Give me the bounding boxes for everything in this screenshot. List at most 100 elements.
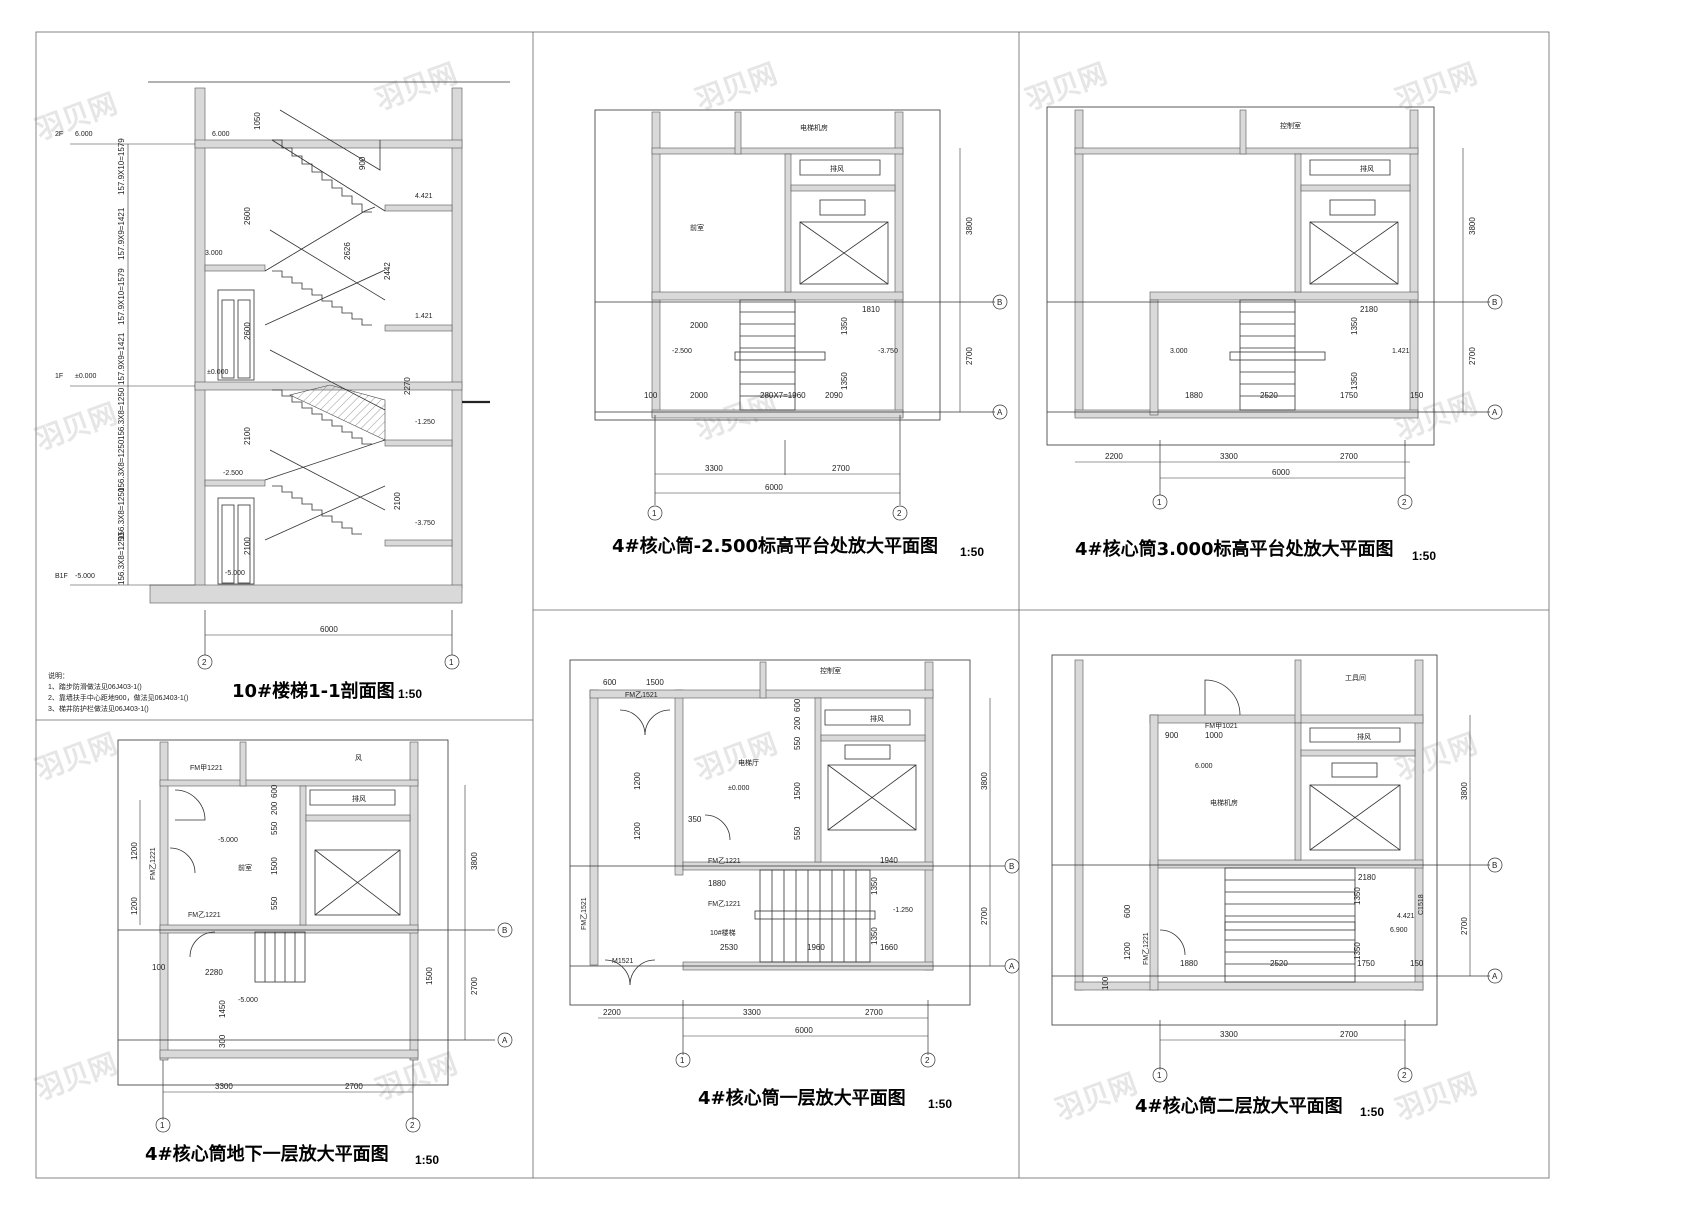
axis-label: 1 <box>1157 1071 1162 1080</box>
door-label: C1518 <box>1418 894 1425 915</box>
axis-label: 2 <box>410 1121 415 1130</box>
dim-label: 600 <box>603 678 617 687</box>
room-label: 排风 <box>352 794 366 803</box>
axis-bubble <box>197 654 213 670</box>
note-line: 2、靠墙扶手中心距地900，做法见06J403-1() <box>48 693 188 702</box>
door-label: FM甲1221 <box>190 764 223 772</box>
dim-label: 6000 <box>1272 468 1290 477</box>
dim-label: 3300 <box>705 464 723 473</box>
right-wall <box>451 87 463 589</box>
elevation-label: 6.900 <box>1390 927 1408 934</box>
dim-label: 3800 <box>470 852 479 870</box>
plan-b1-panel: 排风 风 前室 FM甲1221 FM乙1221 FM乙1221 -5.000 -… <box>117 739 513 1167</box>
elevation-label: -5.000 <box>75 573 95 580</box>
dim-label: 280X7=1960 <box>760 391 806 400</box>
dim-label: 2200 <box>1105 452 1123 461</box>
door-label: FM乙1521 <box>580 897 588 930</box>
panel-scale: 1:50 <box>415 1153 439 1167</box>
elevation-label: 6.000 <box>75 131 93 138</box>
watermark: 羽贝网 <box>31 1047 121 1107</box>
dim-label: 1500 <box>646 678 664 687</box>
elevation-label: -1.250 <box>893 907 913 914</box>
room-label: 排风 <box>1360 164 1374 173</box>
axis-label: A <box>1492 972 1498 981</box>
dim-label: 2180 <box>1360 305 1378 314</box>
axis-label: B <box>1492 298 1497 307</box>
elevation-label: -3.750 <box>415 520 435 527</box>
panel-title: 4#核心筒一层放大平面图 <box>698 1087 906 1109</box>
watermark: 羽贝网 <box>1391 727 1481 787</box>
watermark: 羽贝网 <box>31 727 121 787</box>
dim-label: 1880 <box>1180 959 1198 968</box>
dim-label: 2700 <box>1460 917 1469 935</box>
dim-label: 1350 <box>1350 317 1359 335</box>
dim-label: 2700 <box>1340 452 1358 461</box>
dim-label: 100 <box>1101 976 1110 990</box>
side-dim: 156.3X8=1250 <box>117 532 126 585</box>
dim-label: 2270 <box>403 377 412 395</box>
dim-label: 1450 <box>218 1000 227 1018</box>
dim-label: 1960 <box>807 943 825 952</box>
dim-label: 550 <box>793 736 802 750</box>
dim-label: 2700 <box>345 1082 363 1091</box>
dim-label: 600 <box>793 698 802 712</box>
dim-label: 2626 <box>343 242 352 260</box>
elevation-label: ±0.000 <box>75 373 96 380</box>
section-panel: 2F 1F B1F 6.000 ±0.000 -5.000 6.000 3.00… <box>48 81 510 713</box>
watermark: 羽贝网 <box>691 57 781 117</box>
dim-label: 6000 <box>795 1026 813 1035</box>
watermark: 羽贝网 <box>31 397 121 457</box>
axis-label: A <box>1492 408 1498 417</box>
dim-label: 2442 <box>383 262 392 280</box>
dim-label: 2700 <box>965 347 974 365</box>
notes-heading: 说明： <box>48 671 69 680</box>
dim-label: 1200 <box>130 897 139 915</box>
room-label: 排风 <box>1357 732 1371 741</box>
dim-label: 600 <box>1123 904 1132 918</box>
plan-3000-panel: 排风 控制室 3.000 1.421 1880 2520 1750 2180 1… <box>1046 106 1503 563</box>
dim-label: 150 <box>1410 391 1424 400</box>
watermark: 羽贝网 <box>1391 57 1481 117</box>
watermark: 羽贝网 <box>1021 57 1111 117</box>
level-label: B1F <box>55 573 68 580</box>
dim-label: 3300 <box>743 1008 761 1017</box>
dim-label: 100 <box>644 391 658 400</box>
elevation-label: ±0.000 <box>207 369 228 376</box>
side-dim: 157.9X10=1579 <box>117 138 126 195</box>
room-label: 前室 <box>238 863 252 872</box>
axis-label: 2 <box>897 509 902 518</box>
plan-2f-panel: 排风 工具间 电梯机房 6.000 4.421 6.900 FM甲1021 FM… <box>1051 654 1503 1119</box>
room-label: 前室 <box>690 223 704 232</box>
elevator-shaft <box>799 221 889 285</box>
dim-label: 6000 <box>320 625 338 634</box>
dim-label: 1500 <box>270 857 279 875</box>
axis-label: 1 <box>160 1121 165 1130</box>
elevation-label: 3.000 <box>205 250 223 257</box>
axis-label: 1 <box>449 658 454 667</box>
panel-scale: 1:50 <box>928 1097 952 1111</box>
dim-label: 1880 <box>708 879 726 888</box>
room-label: 排风 <box>830 164 844 173</box>
dim-label: 2700 <box>980 907 989 925</box>
dim-label: 3800 <box>1460 782 1469 800</box>
dim-label: 1200 <box>130 842 139 860</box>
dim-label: 1350 <box>1350 372 1359 390</box>
dim-label: 3300 <box>1220 1030 1238 1039</box>
sheet-frame <box>35 31 1550 1179</box>
dim-label: 1500 <box>425 967 434 985</box>
dim-label: 1750 <box>1357 959 1375 968</box>
stair-treads <box>1229 299 1326 411</box>
dim-label: 1200 <box>633 772 642 790</box>
dim-label: 1500 <box>793 782 802 800</box>
panel-scale: 1:50 <box>398 687 422 701</box>
axis-label: 1 <box>1157 498 1162 507</box>
axis-label: B <box>997 298 1002 307</box>
axis-label: A <box>1009 962 1015 971</box>
panel-scale: 1:50 <box>1360 1105 1384 1119</box>
axis-label: B <box>1492 861 1497 870</box>
dim-label: 2100 <box>393 492 402 510</box>
dim-label: 3800 <box>1468 217 1477 235</box>
elevation-label: -5.000 <box>225 570 245 577</box>
dim-label: 2000 <box>690 391 708 400</box>
dim-label: 2280 <box>205 968 223 977</box>
